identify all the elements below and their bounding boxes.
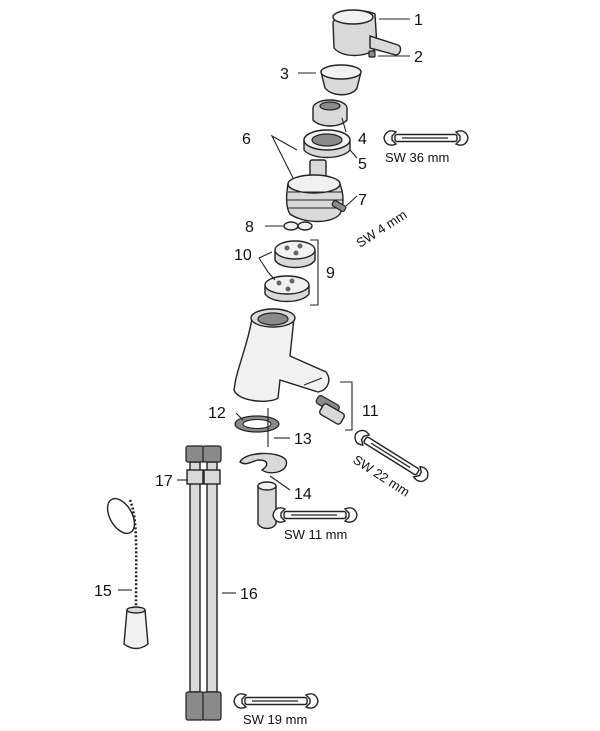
part-label-4: 4: [358, 131, 367, 148]
threaded-stud-part: [267, 408, 290, 447]
lever-handle-part: [332, 9, 410, 57]
part-label-1: 1: [414, 12, 423, 29]
part-label-2: 2: [414, 49, 423, 66]
tool-label-sw11: SW 11 mm: [284, 527, 347, 542]
part-label-5: 5: [358, 156, 367, 173]
part-label-12: 12: [208, 405, 226, 422]
wrench-sw11-icon: [272, 507, 358, 523]
valve-discs-part: [258, 239, 319, 306]
o-rings-part: [265, 221, 313, 231]
tool-label-sw4: SW 4 mm: [353, 207, 409, 251]
tool-label-sw36: SW 36 mm: [385, 150, 449, 165]
part-label-16: 16: [240, 586, 258, 603]
part-label-3: 3: [280, 66, 289, 83]
base-gasket-part: [234, 412, 280, 433]
part-label-14: 14: [294, 486, 312, 503]
cover-ring-part: [298, 64, 362, 96]
wrench-sw19-icon: [233, 693, 319, 709]
part-label-7: 7: [358, 192, 367, 209]
part-label-15: 15: [94, 583, 112, 600]
part-label-10: 10: [234, 247, 252, 264]
cartridge-group: [270, 99, 351, 223]
set-screw-part: [368, 50, 410, 58]
part-label-13: 13: [294, 431, 312, 448]
drain-plug-part: [106, 497, 149, 650]
part-label-9: 9: [326, 265, 335, 282]
part-label-8: 8: [245, 219, 254, 236]
connection-hoses-part: [177, 445, 236, 721]
part-label-11: 11: [362, 403, 379, 420]
part-label-17: 17: [155, 473, 173, 490]
aerator-part: [315, 381, 353, 431]
wrench-sw36-icon: [383, 130, 469, 146]
hex-key-part: [331, 195, 397, 234]
part-label-6: 6: [242, 131, 251, 148]
tool-label-sw19: SW 19 mm: [243, 712, 307, 727]
mixer-body-part: [233, 308, 330, 402]
fixing-set-part: [239, 452, 291, 530]
